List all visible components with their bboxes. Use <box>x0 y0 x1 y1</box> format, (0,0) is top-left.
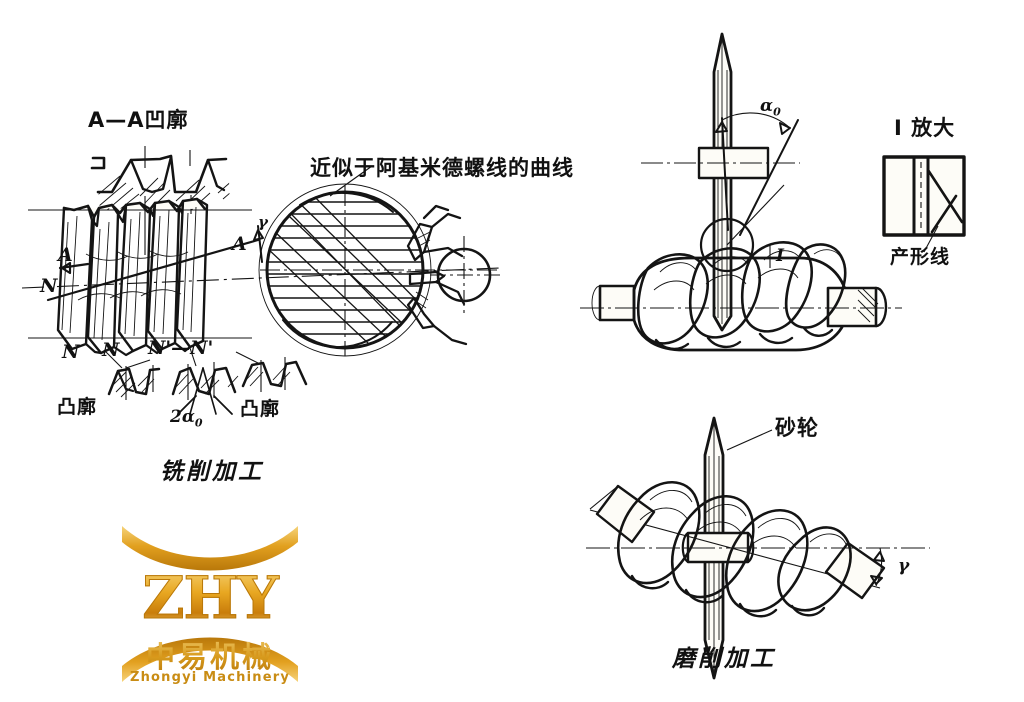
axis-mark-N-bottom-1: N <box>62 341 80 363</box>
logo-arc-top-icon <box>122 526 298 571</box>
section-aa-profile <box>90 146 230 255</box>
generating-line-label: 产形线 <box>890 246 951 268</box>
grinding-caption: 磨削加工 <box>672 646 776 672</box>
angle-2alpha-label: 2α0 <box>170 407 203 430</box>
tool-angle-alpha-subscript: 0 <box>773 105 781 119</box>
grinding-wheel-label: 砂轮 <box>775 416 819 440</box>
logo-company-cn: 中易机械 <box>112 634 308 676</box>
logo-arc-bottom-icon <box>122 637 298 682</box>
convex-profile-right-label: 凸廓 <box>240 398 281 420</box>
axis-mark-Nprime-pair: N'—N' <box>148 337 214 359</box>
detail-view-box <box>882 155 966 253</box>
logo-mark-text: ZHY <box>112 564 308 633</box>
section-aa-label: A—A凹廓 <box>88 108 189 132</box>
detail-view-title: I 放大 <box>894 116 956 140</box>
worm-3d-hobbing <box>580 241 902 352</box>
worm-axial-section <box>21 197 501 357</box>
axis-mark-N-bottom-2: N <box>102 339 120 361</box>
axis-mark-N-left: N <box>40 275 58 297</box>
worm-3d-grinding <box>586 481 930 618</box>
logo-company-en: Zhongyi Machinery <box>129 670 291 685</box>
milling-cutter-disc <box>641 32 800 332</box>
convex-profile-left-label: 凸廓 <box>57 396 98 418</box>
axis-mark-A-upper: A <box>58 244 73 266</box>
axis-mark-A-inner: A <box>232 233 247 255</box>
milling-caption: 铣削加工 <box>160 459 264 485</box>
tool-angle-alpha-label: α0 <box>760 96 781 119</box>
detail-callout-I: I <box>776 246 784 266</box>
angle-2alpha-value: 2α <box>170 407 195 427</box>
worm-end-view-section <box>253 165 500 357</box>
helix-angle-gamma-milling: γ <box>258 213 268 231</box>
tool-angle-alpha-value: α <box>760 96 774 116</box>
company-logo: ZHY 中易机械 Zhongyi Machinery <box>112 520 308 692</box>
helix-angle-gamma-grinding: γ <box>898 556 910 576</box>
convex-profile-details <box>103 347 308 415</box>
archimedes-curve-note: 近似于阿基米德螺线的曲线 <box>310 156 574 180</box>
angle-2alpha-subscript: 0 <box>194 416 203 430</box>
